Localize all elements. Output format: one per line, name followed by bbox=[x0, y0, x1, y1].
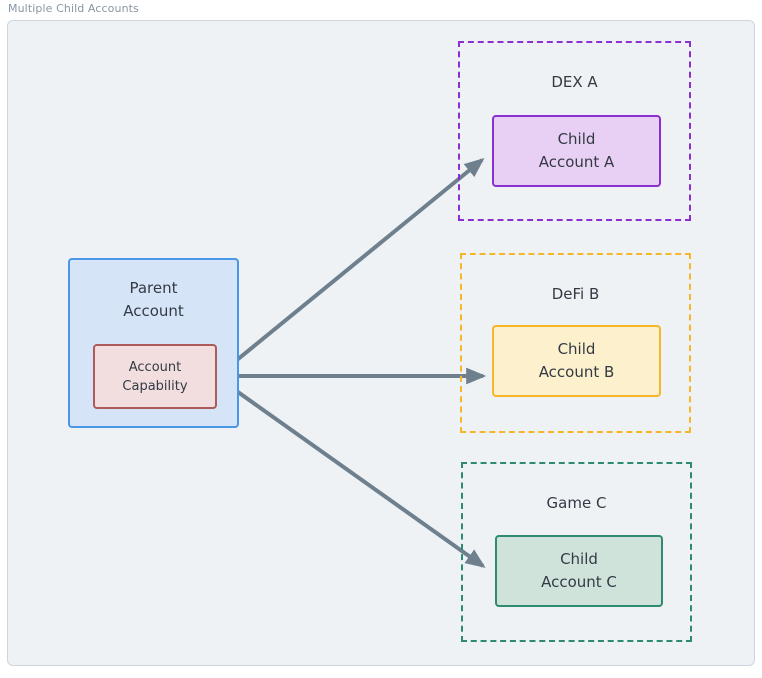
child-account-a-label-line2: Account A bbox=[538, 153, 615, 171]
group-game-c-label: Game C bbox=[546, 494, 607, 512]
node-child-account-b[interactable]: Child Account B bbox=[492, 325, 661, 397]
child-account-c-label-line1: Child bbox=[560, 550, 598, 568]
node-child-account-a[interactable]: Child Account A bbox=[492, 115, 661, 187]
parent-account-label-line2: Account bbox=[123, 302, 184, 320]
child-account-a-label-line1: Child bbox=[557, 130, 596, 148]
child-account-b-label-line1: Child bbox=[557, 340, 596, 358]
group-dex-a: DEX A bbox=[458, 41, 691, 221]
account-capability-label-line2: Capability bbox=[122, 378, 188, 394]
group-defi-b-label: DeFi B bbox=[551, 285, 600, 303]
account-capability-label-line1: Account bbox=[128, 359, 182, 375]
group-dex-a-label: DEX A bbox=[551, 73, 598, 91]
parent-account-label-line1: Parent bbox=[129, 279, 178, 297]
node-child-account-c[interactable]: Child Account C bbox=[495, 535, 663, 607]
child-account-c-label-line2: Account C bbox=[541, 573, 617, 591]
child-account-b-label-line2: Account B bbox=[538, 363, 615, 381]
frame-title: Multiple Child Accounts bbox=[8, 2, 139, 15]
node-account-capability[interactable]: Account Capability bbox=[93, 344, 217, 409]
